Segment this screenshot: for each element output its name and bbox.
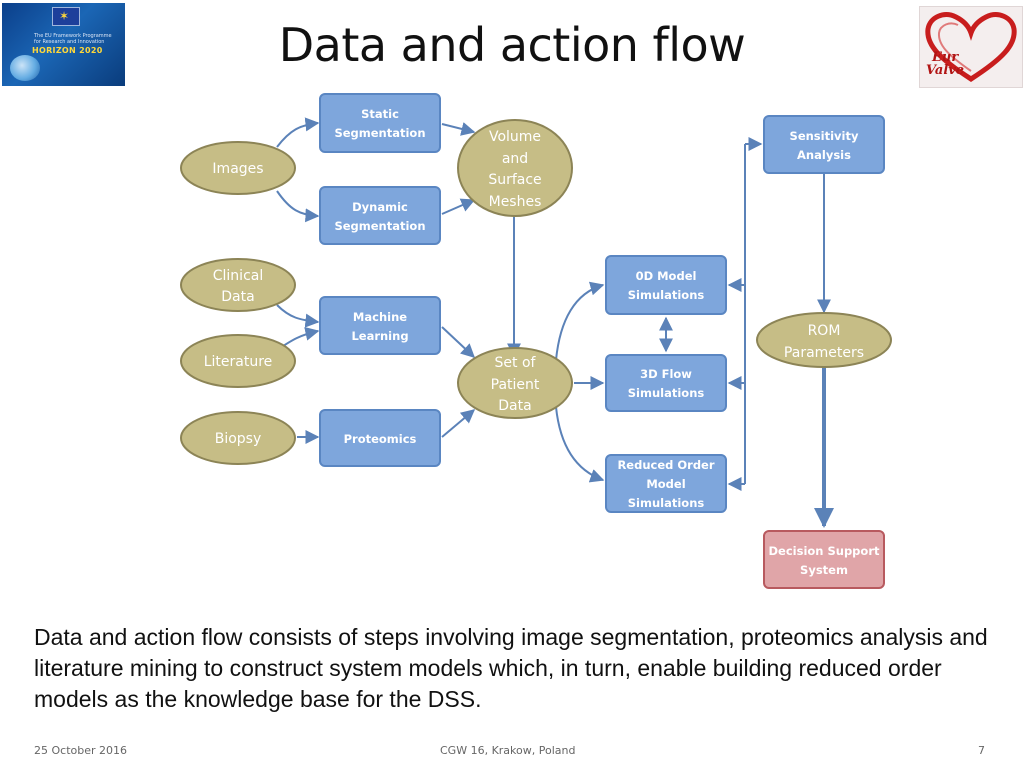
node-static-label-2: Segmentation [334,126,425,140]
globe-icon [10,55,40,81]
node-dynamic-label-1: Dynamic [352,200,408,214]
logo-left-subtitle: The EU Framework Programme for Research … [34,33,112,45]
node-sensitivity-analysis: Sensitivity Analysis [763,115,885,174]
node-3d-flow: 3D Flow Simulations [605,354,727,412]
node-volume-label-3: Surface [488,172,541,188]
node-static-label-1: Static [361,107,399,121]
node-decision-support: Decision Support System [763,530,885,589]
arrow-static-volume [441,122,476,136]
flow-diagram: Images Clinical Data Literature Biopsy S… [180,93,892,589]
logo-right-text: Eur Valve [926,51,964,77]
node-images: Images [180,141,296,195]
arrow-images-static [276,117,320,148]
eurvalve-logo: Eur Valve [919,6,1023,88]
node-reduced-order: Reduced Order Model Simulations [605,454,727,513]
node-sensitivity-label-2: Analysis [797,148,851,162]
node-0d-label-2: Simulations [628,288,705,302]
node-literature: Literature [180,334,296,388]
node-patient-label-2: Patient [491,377,540,393]
hub-nodes: Volume and Surface Meshes Set of Patient… [457,119,892,419]
node-static-segmentation: Static Segmentation [319,93,441,153]
node-proteomics: Proteomics [319,409,441,467]
node-rom-parameters: ROM Parameters [756,312,892,368]
page-number: 7 [978,744,985,757]
node-proteomics-label: Proteomics [344,432,417,446]
node-dss-label-1: Decision Support [769,544,880,558]
node-patient-data: Set of Patient Data [457,347,573,419]
node-patient-label-1: Set of [495,355,537,371]
node-rom-label-1: ROM [808,323,841,339]
horizon-2020-logo: ✶ The EU Framework Programme for Researc… [2,3,125,86]
arrow-dynamic-volume [441,198,476,215]
node-ml-label-2: Learning [351,329,408,343]
arrow-clinical-ml [276,304,320,328]
node-rom-label-2: Parameters [784,345,864,361]
node-clinical-label-2: Data [221,289,254,305]
heart-icon [925,12,1017,82]
logo-right-line2: Valve [926,63,965,78]
node-biopsy: Biopsy [180,411,296,465]
slide-title: Data and action flow [278,18,746,72]
slide-caption: Data and action flow consists of steps i… [34,624,988,712]
node-biopsy-label: Biopsy [215,431,262,447]
footer-date: 25 October 2016 [34,744,128,757]
arrow-patient-reduced [555,406,605,483]
node-sensitivity-label-1: Sensitivity [790,129,859,143]
input-nodes: Images Clinical Data Literature Biopsy [180,141,296,465]
arrow-patient-0d [555,281,605,361]
connectors [276,117,834,528]
node-literature-label: Literature [204,354,273,370]
node-dynamic-label-2: Segmentation [334,219,425,233]
logo-right-line1: Eur [932,50,959,65]
arrow-images-dynamic [276,190,320,223]
node-dynamic-segmentation: Dynamic Segmentation [319,186,441,245]
node-3d-label-2: Simulations [628,386,705,400]
eu-flag-icon: ✶ [52,7,80,26]
node-0d-model: 0D Model Simulations [605,255,727,315]
node-images-label: Images [212,161,263,177]
process-nodes: Static Segmentation Dynamic Segmentation… [319,93,441,467]
node-clinical-data: Clinical Data [180,258,296,312]
node-3d-label-1: 3D Flow [640,367,692,381]
node-ml-label-1: Machine [353,310,407,324]
node-reduced-label-2: Model [646,477,685,491]
node-patient-label-3: Data [498,398,531,414]
footer-event: CGW 16, Krakow, Poland [440,744,576,757]
node-dss-label-2: System [800,563,848,577]
logo-left-text: HORIZON 2020 [32,46,103,55]
node-volume-label-1: Volume [489,129,541,145]
node-0d-label-1: 0D Model [636,269,697,283]
node-reduced-label-1: Reduced Order [617,458,714,472]
node-clinical-label-1: Clinical [213,268,263,284]
arrow-ml-patient [441,326,476,358]
node-volume-meshes: Volume and Surface Meshes [457,119,573,217]
simulation-nodes: 0D Model Simulations 3D Flow Simulations… [605,255,727,513]
arrow-proteomics-patient [441,409,476,438]
node-volume-label-4: Meshes [489,194,542,210]
node-reduced-label-3: Simulations [628,496,705,510]
node-machine-learning: Machine Learning [319,296,441,355]
node-volume-label-2: and [502,151,528,167]
